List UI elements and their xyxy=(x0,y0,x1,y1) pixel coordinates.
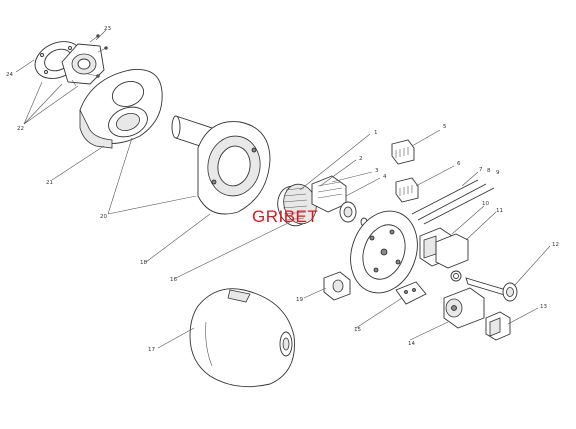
part-rods xyxy=(411,179,495,225)
part-air-housing xyxy=(79,69,163,149)
callout-19: 19 xyxy=(296,297,303,303)
part-relay xyxy=(435,233,469,269)
callout-6: 6 xyxy=(457,161,461,167)
callout-16: 16 xyxy=(170,277,177,283)
part-fan-wheel xyxy=(277,183,317,227)
callout-11: 11 xyxy=(496,208,503,214)
part-solenoid xyxy=(485,311,511,341)
part-cover-hood xyxy=(189,288,295,388)
callout-24: 24 xyxy=(6,72,13,78)
part-oil-pump xyxy=(443,287,485,329)
callout-5: 5 xyxy=(443,124,447,130)
part-flange-plate xyxy=(61,34,108,87)
callout-8: 8 xyxy=(487,168,491,174)
part-washer xyxy=(450,270,462,282)
part-motor-assembly xyxy=(311,175,368,227)
callout-9: 9 xyxy=(496,170,500,176)
part-photocell xyxy=(323,271,351,301)
callout-3: 3 xyxy=(375,168,379,174)
callout-18: 18 xyxy=(140,260,147,266)
callout-12: 12 xyxy=(552,242,559,248)
part-burner-flange xyxy=(197,121,271,215)
part-connector-5 xyxy=(391,139,415,165)
callout-7: 7 xyxy=(479,167,483,173)
part-connector-6 xyxy=(395,177,419,203)
callout-17: 17 xyxy=(148,347,155,353)
callout-22: 22 xyxy=(17,126,24,132)
leader-lines xyxy=(15,29,551,349)
callout-20: 20 xyxy=(100,214,107,220)
part-ignition-board xyxy=(395,281,427,305)
callout-10: 10 xyxy=(482,201,489,207)
part-nozzle-line xyxy=(465,277,518,302)
callout-14: 14 xyxy=(408,341,415,347)
watermark-text: GRIBET xyxy=(252,207,318,226)
callout-23: 23 xyxy=(104,26,111,32)
callout-2: 2 xyxy=(359,156,363,162)
callout-13: 13 xyxy=(540,304,547,310)
callout-15: 15 xyxy=(354,327,361,333)
part-mounting-plate xyxy=(350,210,418,294)
callout-labels: 1 2 3 4 5 6 7 8 9 10 11 12 13 14 15 16 1… xyxy=(6,26,559,353)
callout-4: 4 xyxy=(383,174,387,180)
callout-1: 1 xyxy=(374,130,378,136)
callout-21: 21 xyxy=(46,180,53,186)
